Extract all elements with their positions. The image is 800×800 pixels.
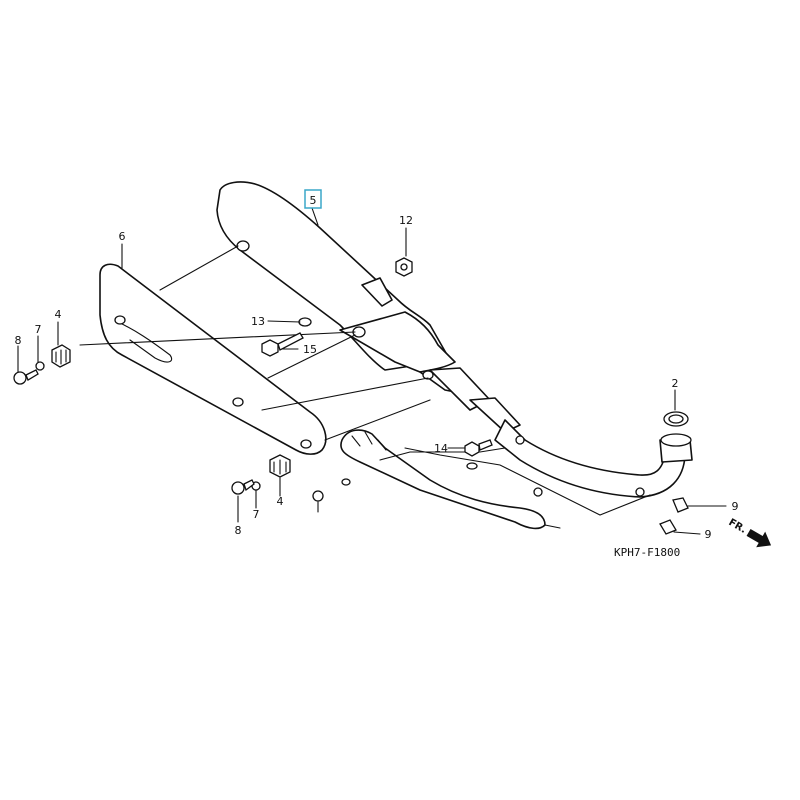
callout-8-upper[interactable]: 8 (15, 334, 22, 347)
pipe-protector[interactable] (340, 429, 651, 530)
callout-leaders (17, 207, 727, 535)
callout-5[interactable]: 5 (310, 194, 317, 207)
nut-part-12[interactable] (395, 257, 413, 277)
muffler-part-5[interactable] (216, 181, 521, 433)
clip-nut-part-9-upper[interactable] (672, 497, 689, 513)
callout-7-lower[interactable]: 7 (253, 508, 260, 521)
callout-14[interactable]: 14 (434, 442, 448, 455)
callout-13[interactable]: 13 (251, 315, 265, 328)
assembly-leader-lines (79, 245, 431, 441)
callout-8-lower[interactable]: 8 (235, 524, 242, 537)
callout-9-upper[interactable]: 9 (732, 500, 739, 513)
bolt-part-14[interactable] (464, 439, 493, 470)
diagram-code: KPH7-F1800 (614, 546, 680, 559)
clip-nut-part-9-lower[interactable] (659, 519, 677, 535)
bolt-part-8-upper[interactable] (13, 369, 39, 385)
collar-part-7-upper[interactable] (35, 361, 45, 371)
callout-2[interactable]: 2 (672, 377, 679, 390)
bolt-part-8-lower[interactable] (231, 479, 255, 495)
callout-12[interactable]: 12 (399, 214, 413, 227)
gasket-part-2[interactable] (663, 411, 689, 427)
callout-9-lower[interactable]: 9 (705, 528, 712, 541)
front-arrow-icon (746, 528, 772, 548)
exhaust-pipe[interactable] (494, 419, 693, 498)
bolt-part-15[interactable] (261, 332, 304, 357)
direction-label: FR. (727, 517, 749, 536)
heat-shield-part-6[interactable] (99, 263, 327, 455)
callout-7-upper[interactable]: 7 (35, 323, 42, 336)
rubber-part-4-lower[interactable] (269, 454, 291, 478)
callout-6[interactable]: 6 (119, 230, 126, 243)
washer-part-13[interactable] (298, 317, 312, 327)
front-direction-indicator: FR. (727, 517, 772, 548)
highlight-box-part-5 (304, 189, 322, 209)
rubber-part-4-upper[interactable] (51, 344, 71, 368)
callout-4-upper[interactable]: 4 (55, 308, 62, 321)
callout-4-lower[interactable]: 4 (277, 495, 284, 508)
callout-15[interactable]: 15 (303, 343, 317, 356)
bolt-lower-unnumbered[interactable] (312, 478, 351, 513)
